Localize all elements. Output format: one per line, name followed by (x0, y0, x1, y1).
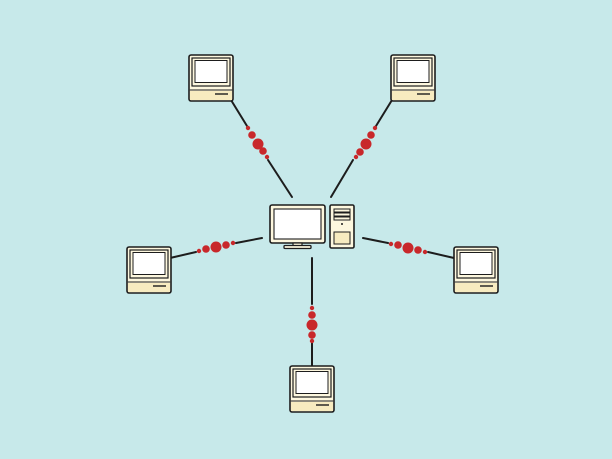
packet-dot (372, 125, 378, 131)
packet-dot (422, 249, 428, 255)
packet-dot (259, 147, 267, 155)
computer-base (455, 283, 497, 292)
connection-client-top-right (330, 99, 393, 198)
data-packet-icon (353, 125, 378, 160)
monitor-stand (283, 244, 312, 250)
data-packet-icon (306, 305, 318, 344)
tower-panel (333, 231, 351, 245)
screen (396, 60, 430, 83)
client-right (453, 246, 499, 294)
connection-line (375, 99, 393, 127)
packet-dot (306, 319, 318, 331)
packet-dot (394, 241, 402, 249)
packet-dot (308, 311, 316, 319)
connection-client-left (169, 237, 263, 259)
packet-dot (248, 131, 256, 139)
packet-dot (367, 131, 375, 139)
drive-bay (333, 208, 351, 213)
packet-dot (356, 148, 364, 156)
computer-base (190, 91, 232, 100)
connection-line (330, 159, 354, 198)
packet-dot (230, 240, 236, 246)
connection-client-bottom (306, 257, 318, 367)
screen (459, 252, 493, 275)
computer-base (291, 402, 333, 411)
connection-line (235, 237, 263, 244)
packet-dot (388, 241, 394, 247)
central-server (269, 204, 355, 250)
connection-line (427, 251, 455, 259)
packet-dot (308, 331, 316, 339)
drive-bay (333, 216, 351, 221)
packet-dot (264, 154, 270, 160)
packet-dot (245, 125, 251, 131)
computer-base (392, 91, 434, 100)
connection-line (230, 99, 248, 127)
packet-dot (402, 242, 414, 254)
tower (329, 204, 355, 249)
screen (132, 252, 166, 275)
screen (194, 60, 228, 83)
connection-line (169, 251, 197, 259)
connection-line (362, 237, 389, 244)
client-left (126, 246, 172, 294)
data-packet-icon (245, 125, 270, 160)
packet-dot (202, 245, 210, 253)
computer-base (128, 283, 170, 292)
packet-dot (222, 241, 230, 249)
power-led (341, 223, 343, 225)
drive-bay (333, 212, 351, 217)
connection-client-right (362, 237, 455, 259)
packet-dot (210, 241, 222, 253)
packet-dot (252, 138, 264, 150)
monitor (269, 204, 326, 250)
packet-dot (309, 305, 315, 311)
screen (295, 371, 329, 394)
packet-dot (414, 246, 422, 254)
data-packet-icon (196, 240, 236, 254)
packet-dot (353, 154, 359, 160)
client-top-left (188, 54, 234, 102)
packet-dot (196, 248, 202, 254)
client-top-right (390, 54, 436, 102)
packet-dot (309, 338, 315, 344)
connection-line (267, 159, 293, 198)
monitor-screen (273, 208, 322, 240)
client-bottom (289, 365, 335, 413)
data-packet-icon (388, 241, 428, 255)
packet-dot (360, 138, 372, 150)
connection-client-top-left (230, 99, 293, 198)
